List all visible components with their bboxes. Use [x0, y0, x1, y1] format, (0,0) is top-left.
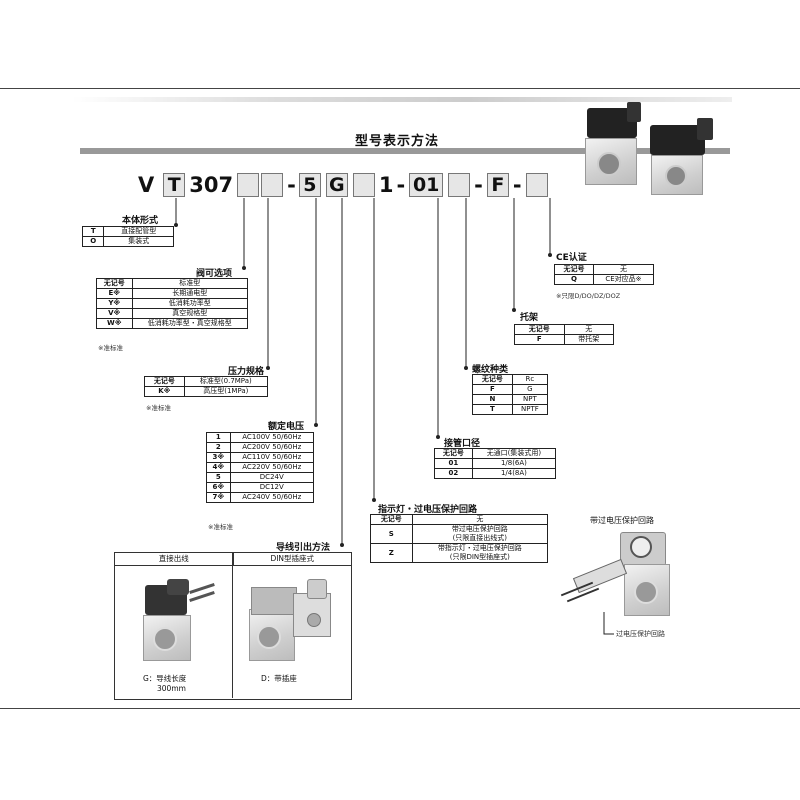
lead-panel-din: DIN型插座式 — [270, 554, 315, 563]
page-title: 型号表示方法 — [355, 134, 440, 149]
code-307: 307 — [189, 173, 234, 197]
surge-valve-image — [560, 528, 700, 628]
product-photo — [575, 100, 725, 195]
voltage-desc: AC240V 50/60Hz — [229, 492, 315, 503]
lead-panel-header: 直接出线 DIN型插座式 — [115, 553, 351, 566]
body-form-desc: 集装式 — [103, 236, 174, 247]
ce-note: ※只限D/DO/DZ/DOZ — [556, 292, 621, 300]
valve-option-desc: 低消耗功率型・真空规格型 — [131, 318, 249, 329]
surge-label: 过电压保护回路 — [616, 630, 665, 638]
bracket-title: 托架 — [520, 313, 539, 323]
code-pressure-box — [261, 173, 284, 197]
code-t-box: T — [163, 173, 186, 197]
code-1: 1 — [378, 173, 394, 197]
indicator-code: S — [370, 524, 413, 544]
bottom-rule — [0, 708, 800, 709]
code-ce-box — [525, 173, 548, 197]
code-dash-2: - — [396, 173, 406, 197]
ce-title: CE认证 — [556, 253, 587, 263]
surge-title: 带过电压保护回路 — [590, 516, 654, 525]
code-indicator-box — [352, 173, 375, 197]
header-fade-bar — [72, 97, 732, 102]
grommet-valve-image — [137, 575, 217, 661]
indicator-code: Z — [370, 543, 413, 563]
pressure-table: 无记号标准型(0.7MPa) K※高压型(1MPa) — [144, 376, 269, 397]
title-bar — [80, 148, 730, 154]
code-dash-1: - — [287, 173, 296, 197]
indicator-desc-sub: (只限DIN型插座式) — [449, 553, 510, 561]
bracket-desc: 带托架 — [563, 334, 614, 345]
indicator-desc: 带指示灯・过电压保护回路(只限DIN型插座式) — [411, 543, 549, 563]
code-dash-3: - — [474, 173, 483, 197]
thread-desc: NPTF — [511, 404, 549, 415]
port-title: 接管口径 — [444, 439, 481, 449]
indicator-desc-line: 带过电压保护回路 — [451, 525, 508, 533]
thread-title: 螺纹种类 — [472, 365, 509, 375]
voltage-title: 额定电压 — [268, 422, 305, 432]
code-v: V — [138, 173, 155, 197]
code-lead-box: G — [325, 173, 348, 197]
code-dash-4: - — [512, 173, 522, 197]
pressure-note: ※准标准 — [146, 404, 171, 412]
lead-d-caption: D：带插座 — [261, 674, 297, 683]
port-desc: 1/4(8A) — [471, 468, 557, 479]
indicator-title: 指示灯・过电压保护回路 — [378, 505, 478, 515]
model-code: V T 307 - 5 G 1 - 01 - F - — [138, 172, 549, 198]
code-voltage-box: 5 — [298, 173, 321, 197]
lead-title: 导线引出方法 — [276, 543, 331, 553]
din-valve-image — [243, 573, 343, 665]
indicator-desc-line: 带指示灯・过电压保护回路 — [437, 544, 522, 552]
pressure-title: 压力规格 — [228, 367, 265, 377]
body-form-code: O — [81, 236, 105, 247]
code-port-box: 01 — [409, 173, 444, 197]
top-rule — [0, 88, 800, 89]
lead-panel-divider — [232, 552, 233, 698]
indicator-desc-sub: (只限直接出线式) — [452, 534, 508, 542]
ce-desc: CE对应品※ — [592, 274, 655, 285]
lead-g-caption-2: 300mm — [157, 684, 186, 693]
voltage-note: ※准标准 — [208, 523, 233, 531]
code-thread-box — [448, 173, 471, 197]
indicator-table: 无记号无 S 带过电压保护回路(只限直接出线式) Z 带指示灯・过电压保护回路(… — [370, 514, 549, 563]
body-form-title: 本体形式 — [122, 216, 159, 226]
code-option-box — [237, 173, 260, 197]
valve-option-table: 无记号标准型 E※长期通电型 Y※低消耗功率型 V※真空规格型 W※低消耗功率型… — [96, 278, 249, 329]
pressure-desc: 高压型(1MPa) — [183, 386, 269, 397]
code-bracket-box: F — [486, 173, 509, 197]
lead-panel-direct: 直接出线 — [115, 553, 234, 565]
valve-option-title: 阀可选项 — [196, 269, 233, 279]
valve-option-note: ※准标准 — [98, 344, 123, 352]
lead-panel: 直接出线 DIN型插座式 G：导线长度 300mm D：带插座 — [114, 552, 352, 700]
lead-g-caption-1: G：导线长度 — [143, 674, 187, 683]
